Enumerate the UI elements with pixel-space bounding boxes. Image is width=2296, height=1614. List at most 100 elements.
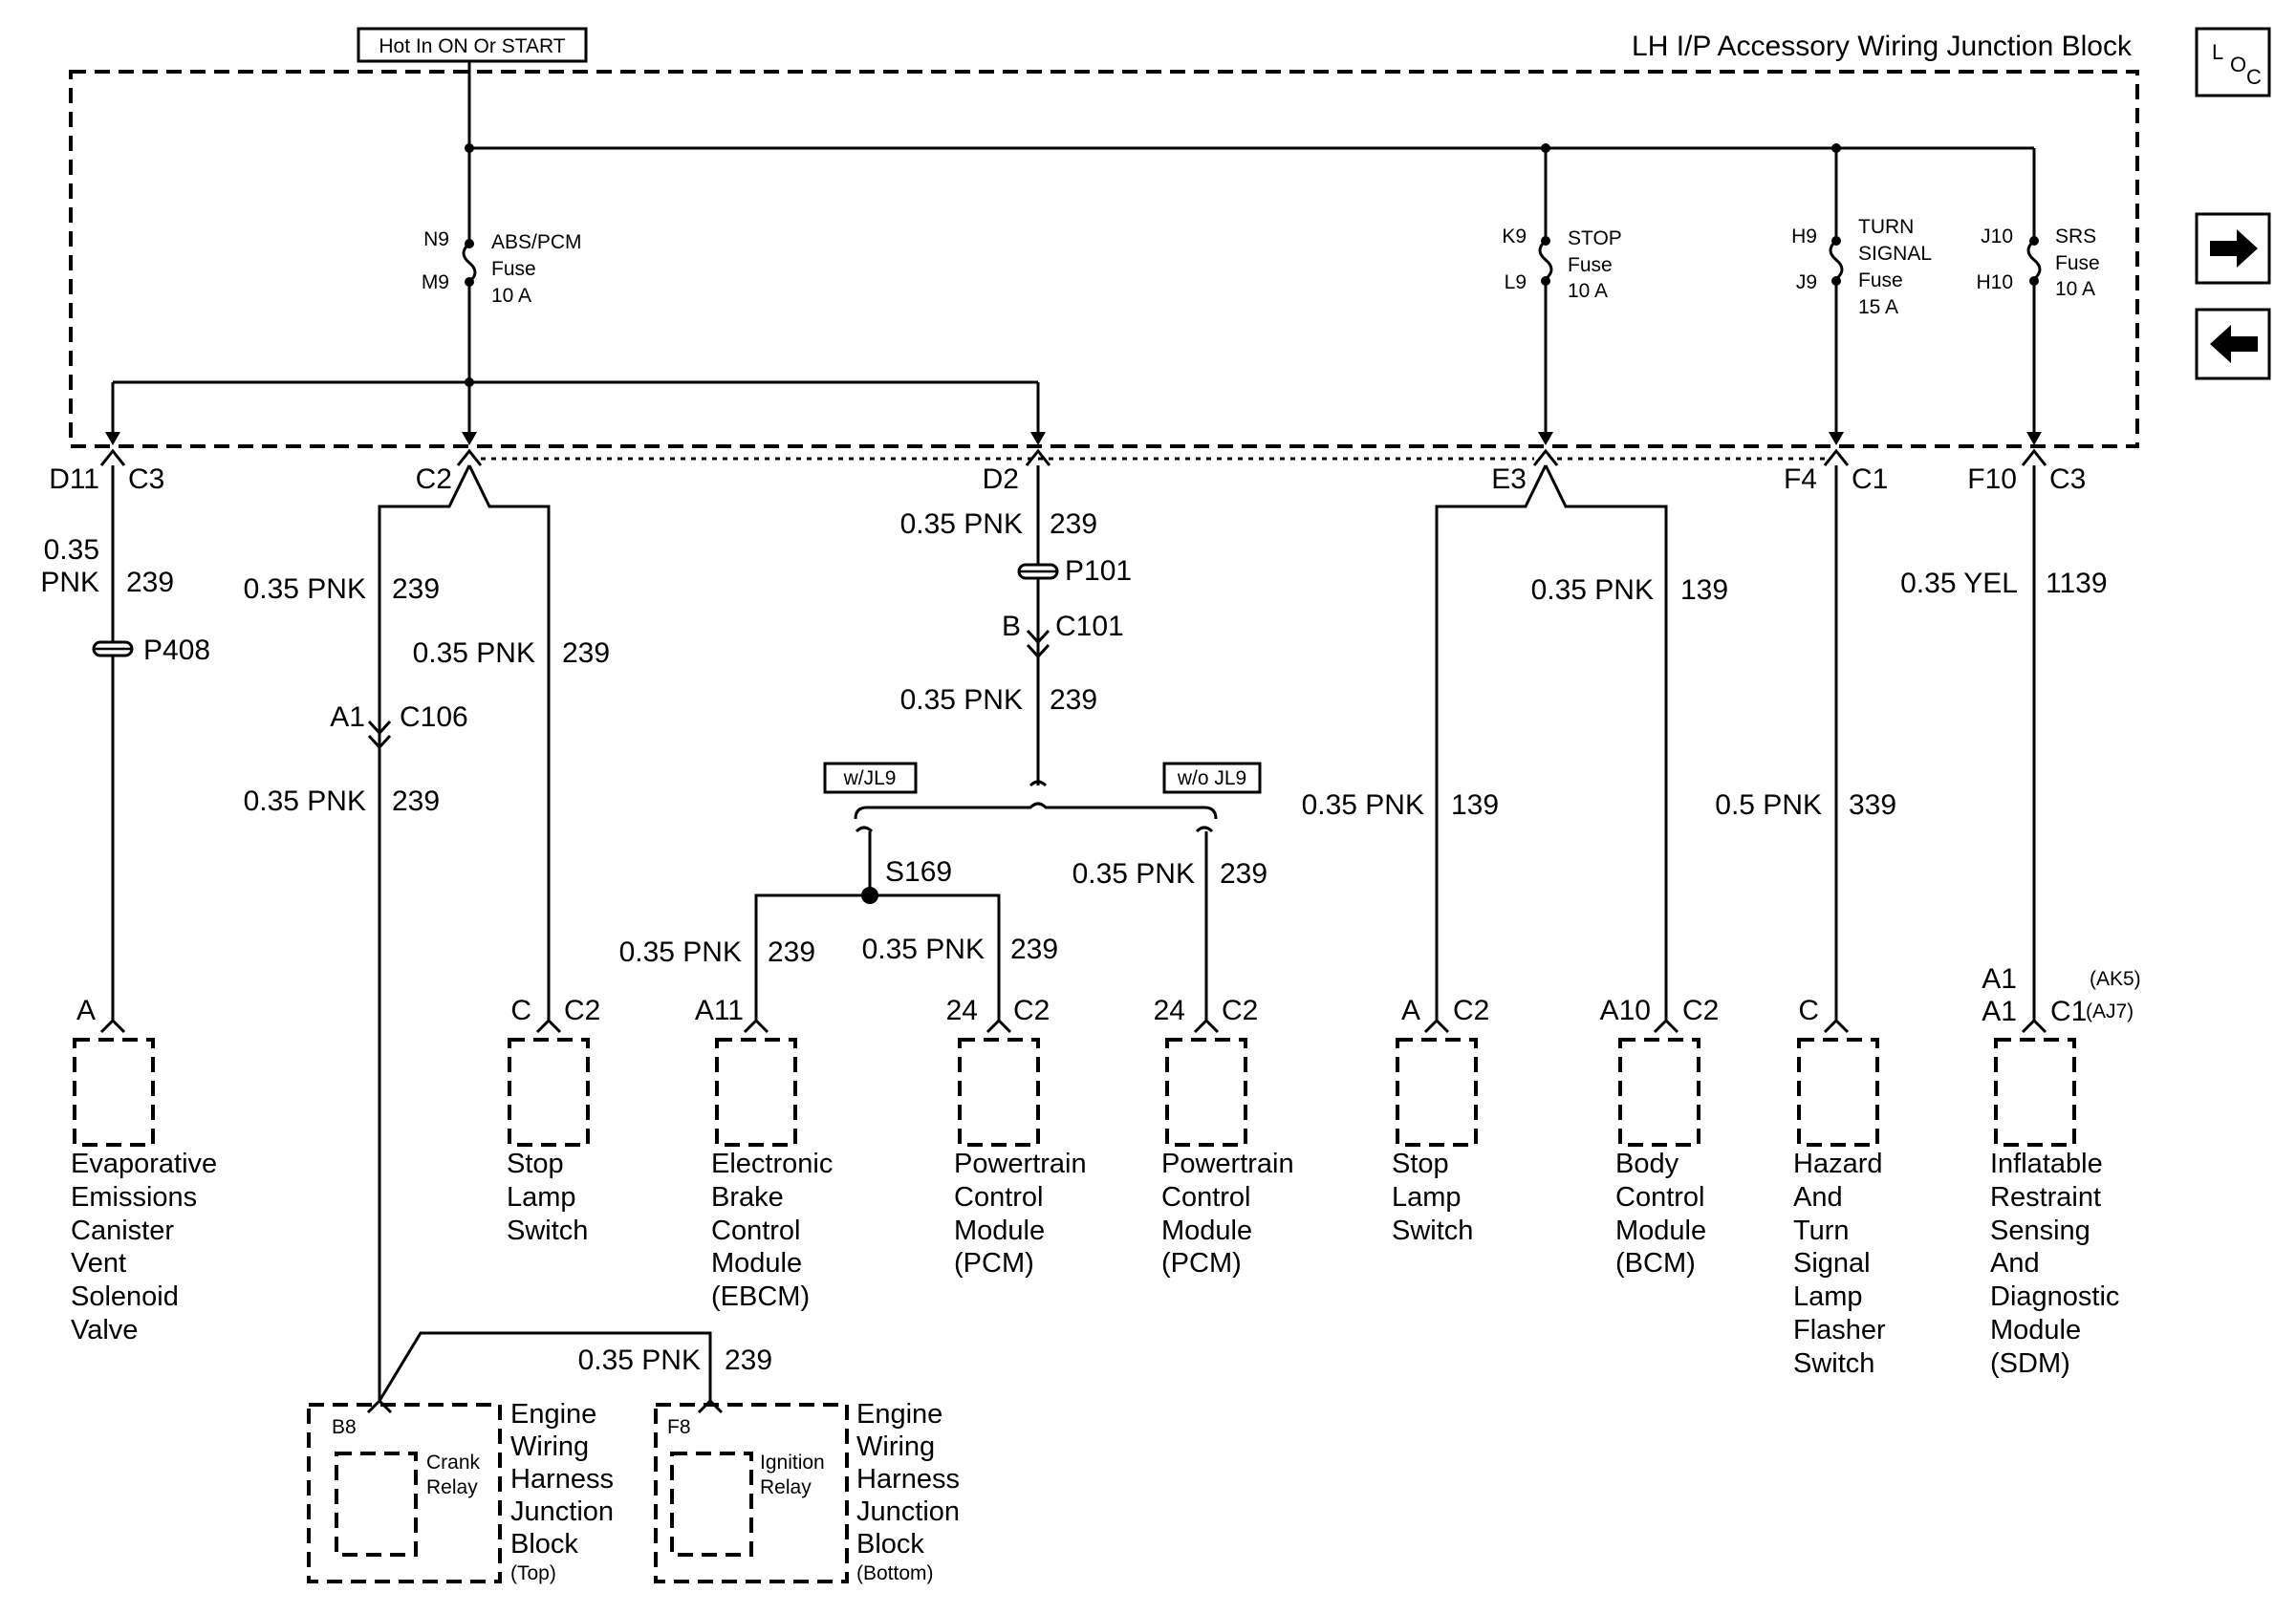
svg-text:0.35 PNK: 0.35 PNK [900, 508, 1023, 540]
svg-text:(SDM): (SDM) [1990, 1348, 2070, 1379]
svg-text:PNK: PNK [40, 567, 99, 598]
svg-text:Engine: Engine [510, 1399, 596, 1430]
junction-block-title: LH I/P Accessory Wiring Junction Block [1632, 31, 2133, 62]
svg-text:C2: C2 [1682, 995, 1719, 1026]
svg-text:Control: Control [1615, 1182, 1705, 1213]
svg-text:Hazard: Hazard [1793, 1149, 1883, 1179]
svg-text:15 A: 15 A [1858, 296, 1898, 318]
svg-text:10 A: 10 A [1568, 280, 1608, 302]
svg-text:C3: C3 [2049, 463, 2086, 495]
svg-text:C2: C2 [1222, 995, 1258, 1026]
component-pcm-2: 24 C2 Powertrain Control Module (PCM) [1154, 995, 1294, 1279]
svg-text:0.35: 0.35 [44, 534, 99, 566]
svg-text:(AK5): (AK5) [2090, 968, 2141, 990]
crank-relay-block-top: B8 Crank Relay Engine Wiring Harness Jun… [307, 1399, 614, 1584]
svg-text:0.35 PNK: 0.35 PNK [1302, 789, 1424, 821]
svg-text:10 A: 10 A [491, 285, 531, 307]
svg-text:Canister: Canister [71, 1216, 174, 1246]
option-without-jl9: w/o JL9 [1162, 762, 1262, 794]
svg-text:A1: A1 [330, 701, 365, 733]
svg-text:1139: 1139 [2046, 568, 2108, 599]
svg-text:Fuse: Fuse [491, 258, 536, 280]
svg-text:24: 24 [1154, 995, 1185, 1026]
svg-text:0.35 PNK: 0.35 PNK [900, 684, 1023, 716]
svg-text:239: 239 [1220, 858, 1267, 890]
component-bcm: A10 C2 Body Control Module (BCM) [1600, 995, 1720, 1279]
svg-text:C106: C106 [400, 701, 468, 733]
svg-text:Relay: Relay [426, 1476, 478, 1498]
circuit-f10: 0.35 YEL 1139 [1900, 465, 2108, 1021]
svg-text:Solenoid: Solenoid [71, 1281, 179, 1312]
component-stop-lamp-switch-1: C C2 Stop Lamp Switch [507, 995, 600, 1246]
svg-text:139: 139 [1451, 789, 1499, 821]
component-ebcm: A11 Electronic Brake Control Module (EBC… [695, 995, 833, 1312]
svg-text:0.5 PNK: 0.5 PNK [1715, 789, 1822, 821]
circuit-f4: 0.5 PNK 339 [1715, 465, 1896, 1021]
svg-text:S169: S169 [885, 856, 952, 888]
svg-text:(Bottom): (Bottom) [856, 1562, 934, 1584]
svg-text:Switch: Switch [1392, 1216, 1473, 1246]
svg-text:Lamp: Lamp [507, 1182, 576, 1213]
svg-text:Fuse: Fuse [2055, 252, 2100, 274]
svg-text:Brake: Brake [711, 1182, 784, 1213]
svg-text:C2: C2 [564, 995, 600, 1026]
svg-text:Diagnostic: Diagnostic [1990, 1281, 2119, 1312]
svg-text:Body: Body [1615, 1149, 1679, 1179]
loc-icon[interactable]: L O C [2195, 27, 2271, 97]
junction-block-outline [69, 70, 2139, 448]
svg-text:Lamp: Lamp [1793, 1281, 1863, 1312]
svg-text:239: 239 [1050, 508, 1097, 540]
component-hazard-flasher-switch: C Hazard And Turn Signal Lamp Flasher Sw… [1793, 995, 1886, 1379]
svg-text:C: C [2246, 65, 2262, 89]
svg-text:0.35 PNK: 0.35 PNK [413, 637, 535, 669]
arrow-right-icon[interactable] [2195, 212, 2271, 285]
svg-text:Block: Block [856, 1529, 924, 1560]
fuse-srs: J10 H10 SRS Fuse 10 A [1976, 226, 2100, 435]
svg-text:D11: D11 [49, 463, 99, 495]
block-connector-d11: D11 C3 [49, 448, 164, 495]
svg-text:Block: Block [510, 1529, 578, 1560]
svg-text:0.35 PNK: 0.35 PNK [244, 785, 366, 817]
svg-text:Switch: Switch [507, 1216, 588, 1246]
svg-text:Stop: Stop [1392, 1149, 1449, 1179]
block-connector-e3: E3 [1491, 448, 1559, 495]
svg-text:139: 139 [1680, 574, 1728, 606]
relay-feed-wire: 0.35 PNK 239 [366, 1331, 772, 1414]
svg-text:C2: C2 [1453, 995, 1489, 1026]
svg-text:J10: J10 [1981, 226, 2013, 247]
svg-text:C2: C2 [1013, 995, 1050, 1026]
block-connector-d2: D2 [983, 448, 1051, 495]
svg-text:(EBCM): (EBCM) [711, 1281, 810, 1312]
svg-text:ABS/PCM: ABS/PCM [491, 231, 582, 253]
svg-text:Switch: Switch [1793, 1348, 1874, 1379]
svg-text:Control: Control [1161, 1182, 1251, 1213]
svg-text:0.35 PNK: 0.35 PNK [1531, 574, 1654, 606]
svg-text:C101: C101 [1055, 611, 1124, 642]
arrow-left-icon[interactable] [2195, 308, 2271, 380]
svg-text:Inflatable: Inflatable [1990, 1149, 2103, 1179]
svg-text:w/o JL9: w/o JL9 [1177, 767, 1246, 789]
inline-connector-p408: P408 [92, 635, 210, 666]
svg-text:Valve: Valve [71, 1315, 138, 1345]
svg-text:Harness: Harness [856, 1464, 960, 1495]
svg-text:Powertrain: Powertrain [1161, 1149, 1294, 1179]
svg-text:C: C [510, 995, 531, 1026]
svg-text:Wiring: Wiring [856, 1431, 935, 1462]
svg-text:A11: A11 [695, 995, 744, 1026]
abs-pcm-branch [105, 377, 2042, 445]
svg-text:239: 239 [126, 567, 174, 598]
svg-text:Junction: Junction [510, 1496, 614, 1527]
svg-text:Flasher: Flasher [1793, 1315, 1886, 1345]
svg-text:Signal: Signal [1793, 1248, 1871, 1279]
svg-text:Ignition: Ignition [760, 1452, 825, 1474]
svg-text:Electronic: Electronic [711, 1149, 833, 1179]
svg-text:Crank: Crank [426, 1452, 481, 1474]
svg-text:239: 239 [562, 637, 610, 669]
svg-text:H10: H10 [1976, 271, 2013, 293]
svg-text:C1: C1 [2050, 996, 2087, 1027]
svg-text:N9: N9 [423, 228, 449, 250]
svg-text:F10: F10 [1967, 463, 2017, 495]
component-stop-lamp-switch-2: A C2 Stop Lamp Switch [1392, 995, 1489, 1246]
svg-text:339: 339 [1849, 789, 1896, 821]
